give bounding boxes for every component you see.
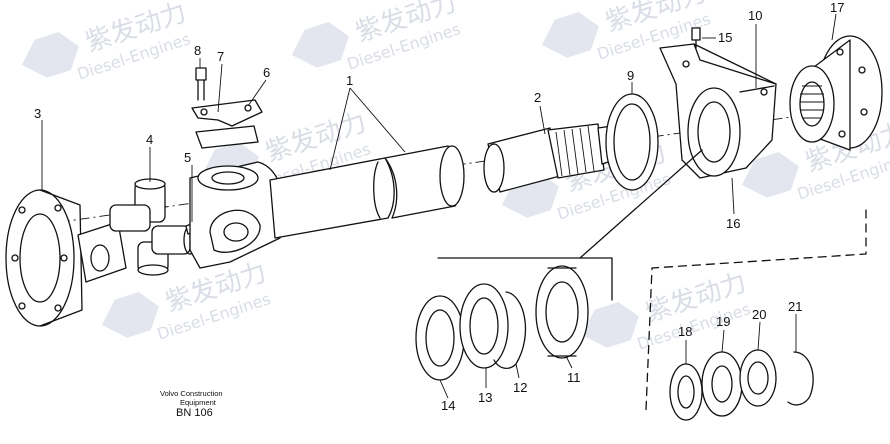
callout-12: 12: [513, 380, 527, 395]
part-16-bearing-housing: [659, 43, 777, 179]
callout-18: 18: [678, 324, 692, 339]
callout-21: 21: [788, 299, 802, 314]
part-14-seal: [415, 295, 465, 381]
watermark-logo: [101, 292, 159, 338]
callout-labels: 1 2 3 4 5 6 7 8 9 10 11 12 13 14 15 16 1…: [34, 0, 844, 413]
watermark-logo: [741, 152, 799, 198]
caption-category: Equipment: [180, 398, 216, 407]
watermark-logo: [581, 302, 639, 348]
watermark-logo: [21, 32, 79, 78]
leader-lines: [41, 13, 837, 399]
callout-20: 20: [752, 307, 766, 322]
part-9-seal-ring: [605, 93, 659, 191]
callout-3: 3: [34, 106, 41, 121]
watermark-logo: [291, 22, 349, 68]
part-4-universal-joint: [109, 178, 197, 276]
callout-13: 13: [478, 390, 492, 405]
callout-17: 17: [830, 0, 844, 15]
detail-bracket-right: [645, 209, 867, 411]
callout-15: 15: [718, 30, 732, 45]
part-12-circlip: [493, 291, 527, 370]
callout-2: 2: [534, 90, 541, 105]
part-21-retaining-ring: [787, 351, 814, 406]
detail-bracket-left: [437, 257, 613, 301]
part-20-nut: [739, 349, 777, 407]
callout-8: 8: [194, 43, 201, 58]
part-15-grease-nipple: [691, 27, 701, 49]
part-19-lock-washer: [701, 351, 743, 417]
part-6-7-8-lock-plate-and-bolts: [191, 67, 263, 149]
part-13-seal: [459, 283, 509, 369]
part-17-companion-flange: [789, 35, 883, 151]
callout-9: 9: [627, 68, 634, 83]
callout-19: 19: [716, 314, 730, 329]
callout-1: 1: [346, 73, 353, 88]
part-1-propeller-tube: [189, 145, 465, 269]
callout-11: 11: [567, 370, 581, 385]
callout-4: 4: [146, 132, 153, 147]
callout-7: 7: [217, 49, 224, 64]
callout-10: 10: [748, 8, 762, 23]
caption-maker: Volvo Construction: [160, 389, 223, 398]
part-11-ball-bearing: [535, 265, 589, 359]
caption-code: BN 106: [176, 407, 213, 419]
callout-5: 5: [184, 150, 191, 165]
part-3-flange-yoke: [5, 189, 127, 327]
watermark-tile: 紫发动力 Diesel-Engines: [21, 0, 193, 84]
callout-16: 16: [726, 216, 740, 231]
watermark-logo: [541, 12, 599, 58]
callout-6: 6: [263, 65, 270, 80]
callout-14: 14: [441, 398, 455, 413]
watermark-tile: 紫发动力 Diesel-Engines: [291, 0, 463, 74]
part-18-washer: [669, 363, 703, 421]
detail-leader: [579, 149, 703, 259]
